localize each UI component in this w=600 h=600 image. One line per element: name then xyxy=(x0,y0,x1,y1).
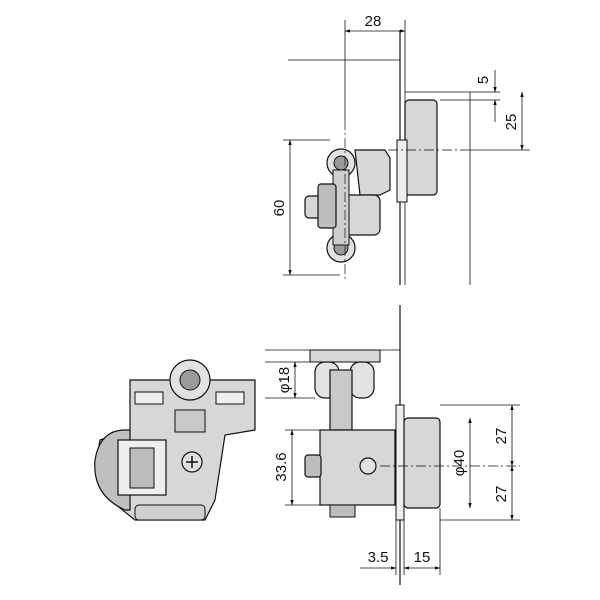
side-bracket-inner xyxy=(129,447,155,489)
flange-neck xyxy=(396,139,408,203)
front-adjust-screw xyxy=(304,454,322,478)
front-flange-plate xyxy=(395,404,405,521)
dim-35-label: 3.5 xyxy=(368,549,389,566)
upper-roller-hub xyxy=(333,155,349,171)
adjust-screw-body xyxy=(317,183,337,229)
front-view: φ18 33.6 φ40 27 27 3.5 15 xyxy=(265,305,520,585)
dim-28-label: 28 xyxy=(365,13,382,30)
side-center-block xyxy=(174,409,206,433)
dim-40-label: φ40 xyxy=(451,450,468,476)
dim-25-label: 25 xyxy=(503,114,520,131)
front-body xyxy=(319,429,396,506)
dim-60-label: 60 xyxy=(271,200,288,217)
front-roller-right xyxy=(349,361,375,399)
dim-336-label: 33.6 xyxy=(273,452,290,481)
dim-5-label: 5 xyxy=(475,76,492,84)
dim-27-lower-label: 27 xyxy=(493,486,510,503)
dim-27-upper-label: 27 xyxy=(493,428,510,445)
track-rail xyxy=(309,349,381,363)
side-roller-hub xyxy=(179,369,201,391)
side-base xyxy=(134,504,206,521)
side-right-tab xyxy=(215,391,245,405)
front-hanger-plate xyxy=(329,369,353,431)
hanger-body-top xyxy=(354,149,391,196)
dim-15-label: 15 xyxy=(414,549,431,566)
front-screw-icon xyxy=(359,457,377,475)
side-left-tab xyxy=(134,391,164,405)
front-foot xyxy=(329,504,356,518)
side-view xyxy=(94,359,256,521)
front-flange-disc xyxy=(403,417,441,509)
top-view: 28 5 25 60 xyxy=(271,13,530,285)
flange-disc xyxy=(404,99,438,196)
dim-18-label: φ18 xyxy=(276,367,293,393)
